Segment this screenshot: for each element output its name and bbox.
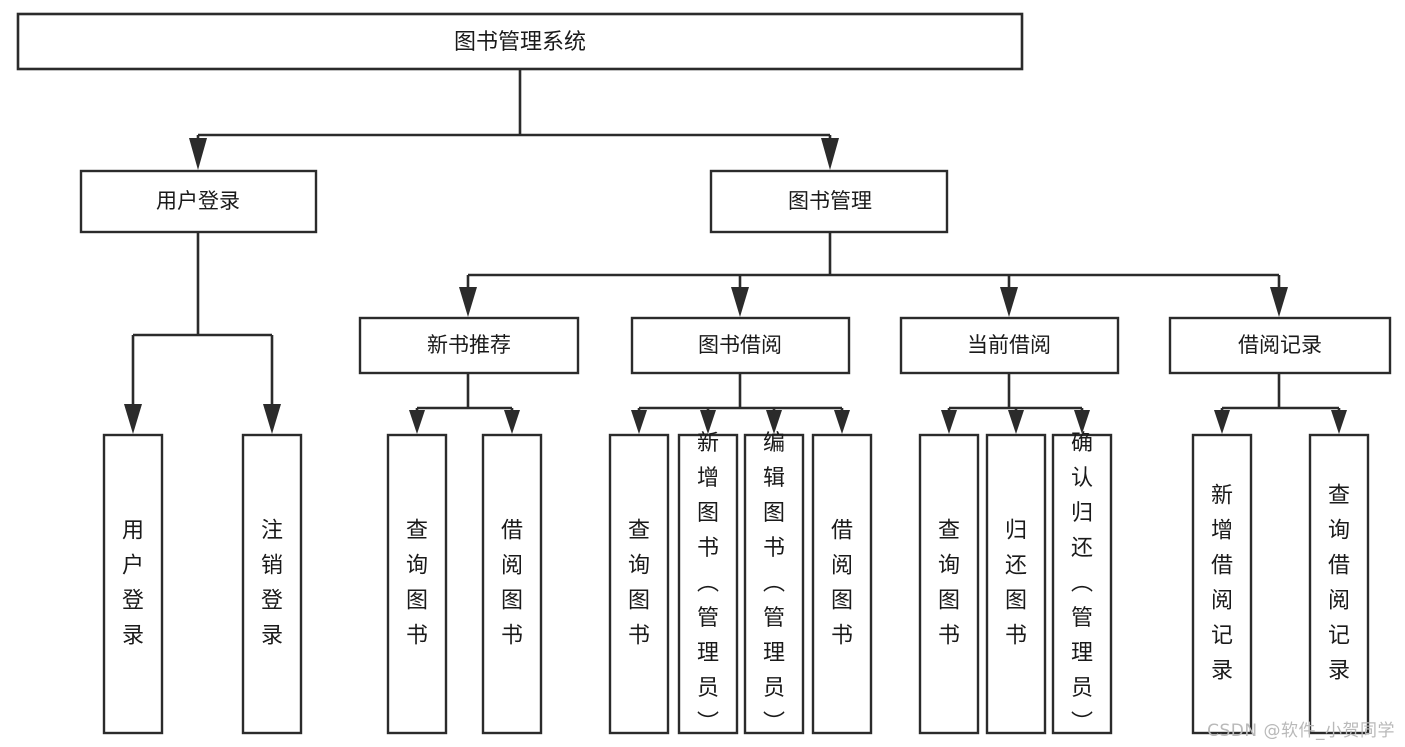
arrow-head-leaf-query-record: [1331, 410, 1347, 434]
node-book-management-label: 图书管理: [788, 189, 872, 213]
arrow-head-leaf-query-book-1: [409, 410, 425, 434]
node-borrow-record[interactable]: 借阅记录: [1168, 316, 1392, 375]
node-leaf-return-book-box[interactable]: [985, 433, 1047, 735]
node-new-book-recommend-label: 新书推荐: [427, 333, 511, 357]
node-leaf-user-logout[interactable]: 注销登录: [241, 433, 303, 735]
node-user-login[interactable]: 用户登录: [79, 169, 318, 234]
node-current-borrow-box[interactable]: [899, 316, 1120, 375]
node-leaf-user-logout-box[interactable]: [241, 433, 303, 735]
node-book-borrow[interactable]: 图书借阅: [630, 316, 851, 375]
node-leaf-confirm-return-label: 确认归还︵管理员︶: [1071, 431, 1093, 736]
node-user-login-label: 用户登录: [156, 189, 240, 213]
node-leaf-borrow-book-2[interactable]: 借阅图书: [811, 433, 873, 735]
arrow-head-book-management: [821, 138, 839, 170]
node-user-login-box[interactable]: [79, 169, 318, 234]
node-current-borrow-label: 当前借阅: [967, 333, 1051, 357]
node-book-management[interactable]: 图书管理: [709, 169, 949, 234]
node-borrow-record-box[interactable]: [1168, 316, 1392, 375]
node-leaf-confirm-return-box[interactable]: [1051, 433, 1113, 735]
node-leaf-add-book-box[interactable]: [677, 433, 739, 735]
arrow-head-leaf-query-book-3: [941, 410, 957, 434]
node-current-borrow[interactable]: 当前借阅: [899, 316, 1120, 375]
node-root-box[interactable]: [16, 12, 1024, 71]
node-leaf-add-record-label: 新增借阅记录: [1211, 484, 1233, 684]
node-root[interactable]: 图书管理系统: [16, 12, 1024, 71]
node-book-borrow-label: 图书借阅: [698, 333, 782, 357]
arrow-head-leaf-query-book-2: [631, 410, 647, 434]
node-leaf-add-record[interactable]: 新增借阅记录: [1191, 433, 1253, 735]
arrow-head-leaf-user-logout: [263, 404, 281, 434]
arrow-head-leaf-edit-book: [766, 410, 782, 434]
node-leaf-borrow-book-2-box[interactable]: [811, 433, 873, 735]
node-leaf-query-book-1-box[interactable]: [386, 433, 448, 735]
node-leaf-confirm-return[interactable]: 确认归还︵管理员︶: [1051, 431, 1113, 736]
node-leaf-query-book-1[interactable]: 查询图书: [386, 433, 448, 735]
node-leaf-user-login-label: 用户登录: [122, 519, 144, 649]
node-leaf-return-book[interactable]: 归还图书: [985, 433, 1047, 735]
node-book-management-box[interactable]: [709, 169, 949, 234]
node-leaf-query-record-box[interactable]: [1308, 433, 1370, 735]
node-leaf-query-record[interactable]: 查询借阅记录: [1308, 433, 1370, 735]
arrow-head-user-login: [189, 138, 207, 170]
arrow-head-leaf-confirm-return: [1074, 410, 1090, 434]
node-leaf-edit-book-label: 编辑图书︵管理员︶: [763, 431, 785, 736]
node-leaf-add-record-box[interactable]: [1191, 433, 1253, 735]
arrow-head-current-borrow: [1000, 287, 1018, 317]
node-new-book-recommend[interactable]: 新书推荐: [358, 316, 580, 375]
node-leaf-query-book-1-label: 查询图书: [406, 519, 428, 649]
node-leaf-query-record-label: 查询借阅记录: [1328, 484, 1350, 684]
csdn-watermark: CSDN @软件_小贺同学: [1207, 721, 1395, 741]
arrow-head-leaf-borrow-book-2: [834, 410, 850, 434]
leaf-layer: 用户登录 注销登录 查询图书 借阅图书 查询图书 新增图书︵管理员︶: [102, 431, 1370, 736]
node-leaf-user-login-box[interactable]: [102, 433, 164, 735]
node-leaf-query-book-3-label: 查询图书: [938, 519, 960, 649]
node-leaf-return-book-label: 归还图书: [1005, 519, 1027, 649]
node-leaf-query-book-2-label: 查询图书: [628, 519, 650, 649]
node-leaf-borrow-book-1-label: 借阅图书: [501, 519, 523, 649]
node-leaf-edit-book-box[interactable]: [743, 433, 805, 735]
arrow-head-leaf-borrow-book-1: [504, 410, 520, 434]
node-leaf-add-book-label: 新增图书︵管理员︶: [697, 431, 719, 736]
arrow-head-leaf-return-book: [1008, 410, 1024, 434]
node-leaf-borrow-book-1-box[interactable]: [481, 433, 543, 735]
arrow-head-leaf-add-record: [1214, 410, 1230, 434]
node-leaf-add-book[interactable]: 新增图书︵管理员︶: [677, 431, 739, 736]
connector-layer: [124, 69, 1347, 434]
node-leaf-query-book-3[interactable]: 查询图书: [918, 433, 980, 735]
node-leaf-edit-book[interactable]: 编辑图书︵管理员︶: [743, 431, 805, 736]
node-borrow-record-label: 借阅记录: [1238, 333, 1322, 357]
node-leaf-user-logout-label: 注销登录: [261, 519, 283, 649]
node-new-book-recommend-box[interactable]: [358, 316, 580, 375]
node-leaf-borrow-book-1[interactable]: 借阅图书: [481, 433, 543, 735]
arrow-head-book-borrow: [731, 287, 749, 317]
node-leaf-query-book-3-box[interactable]: [918, 433, 980, 735]
node-leaf-user-login[interactable]: 用户登录: [102, 433, 164, 735]
arrow-head-leaf-user-login: [124, 404, 142, 434]
node-root-label: 图书管理系统: [454, 30, 586, 55]
node-leaf-borrow-book-2-label: 借阅图书: [831, 519, 853, 649]
node-book-borrow-box[interactable]: [630, 316, 851, 375]
arrow-head-leaf-add-book: [700, 410, 716, 434]
arrow-head-new-book-recommend: [459, 287, 477, 317]
arrow-head-borrow-record: [1270, 287, 1288, 317]
node-leaf-query-book-2-box[interactable]: [608, 433, 670, 735]
node-leaf-query-book-2[interactable]: 查询图书: [608, 433, 670, 735]
